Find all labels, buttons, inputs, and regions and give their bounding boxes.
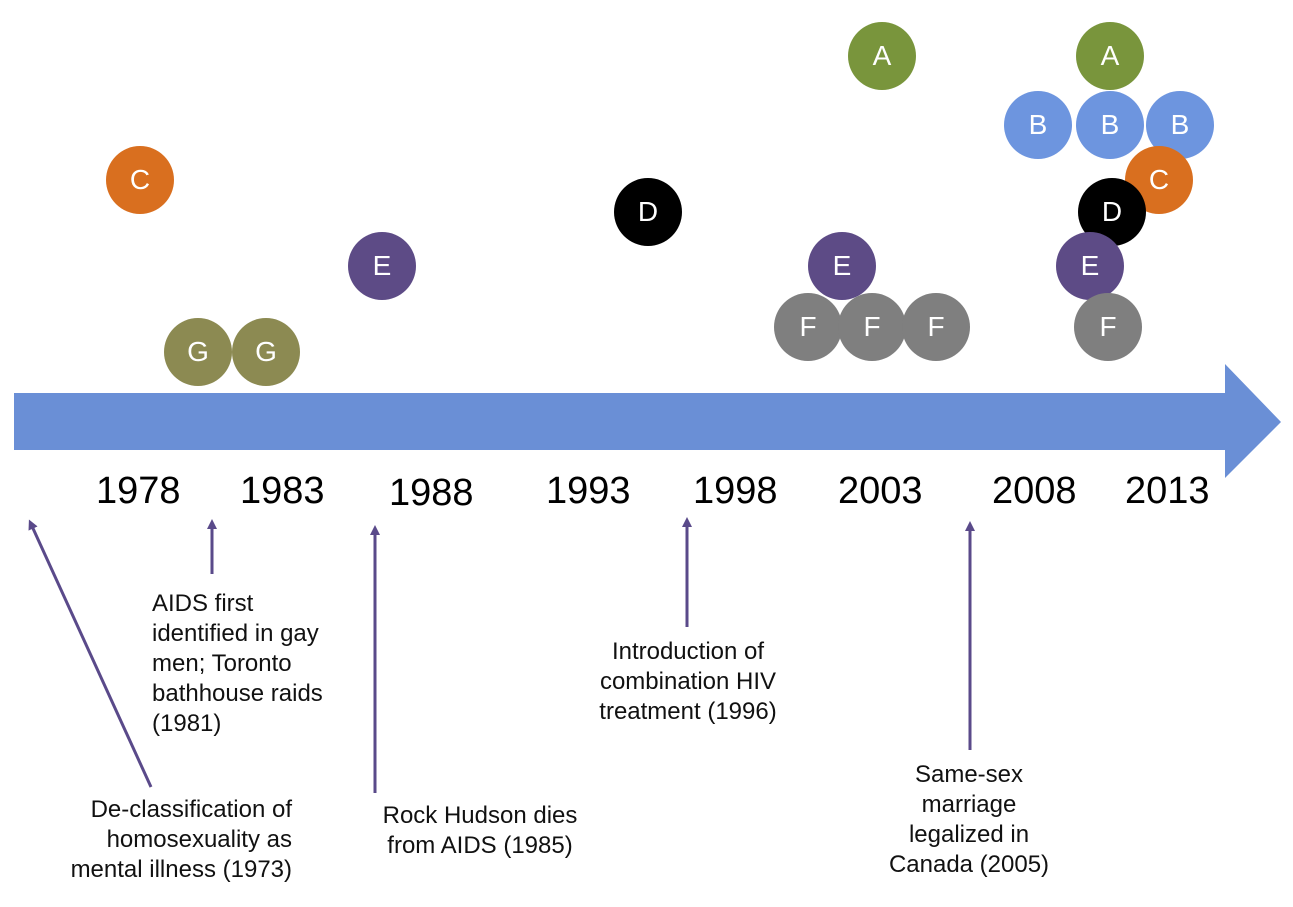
timeline-arrow [14,364,1281,478]
marker-f: F [774,293,842,361]
event-same-sex-marriage: Same-sex marriage legalized in Canada (2… [888,761,1050,878]
marker-a: A [1076,22,1144,90]
year-label: 2003 [838,470,923,512]
event-aids-identified: AIDS first identified in gay men; Toront… [152,590,323,737]
pointer-arrow-1973 [28,519,153,788]
year-label: 1978 [96,470,181,512]
marker-f: F [838,293,906,361]
marker-e: E [1056,232,1124,300]
year-label: 2008 [992,470,1077,512]
marker-f: F [1074,293,1142,361]
year-label: 1988 [389,472,474,514]
marker-c: C [106,146,174,214]
marker-b: B [1076,91,1144,159]
marker-g: G [164,318,232,386]
marker-b: B [1004,91,1072,159]
marker-a: A [848,22,916,90]
marker-e: E [348,232,416,300]
marker-d: D [614,178,682,246]
event-rock-hudson: Rock Hudson dies from AIDS (1985) [382,802,578,859]
marker-e: E [808,232,876,300]
year-label: 1998 [693,470,778,512]
year-label: 1983 [240,470,325,512]
year-label: 2013 [1125,470,1210,512]
marker-g: G [232,318,300,386]
event-combination-hiv: Introduction of combination HIV treatmen… [599,638,777,725]
event-declassification: De-classification of homosexuality as me… [70,796,292,883]
year-label: 1993 [546,470,631,512]
marker-f: F [902,293,970,361]
